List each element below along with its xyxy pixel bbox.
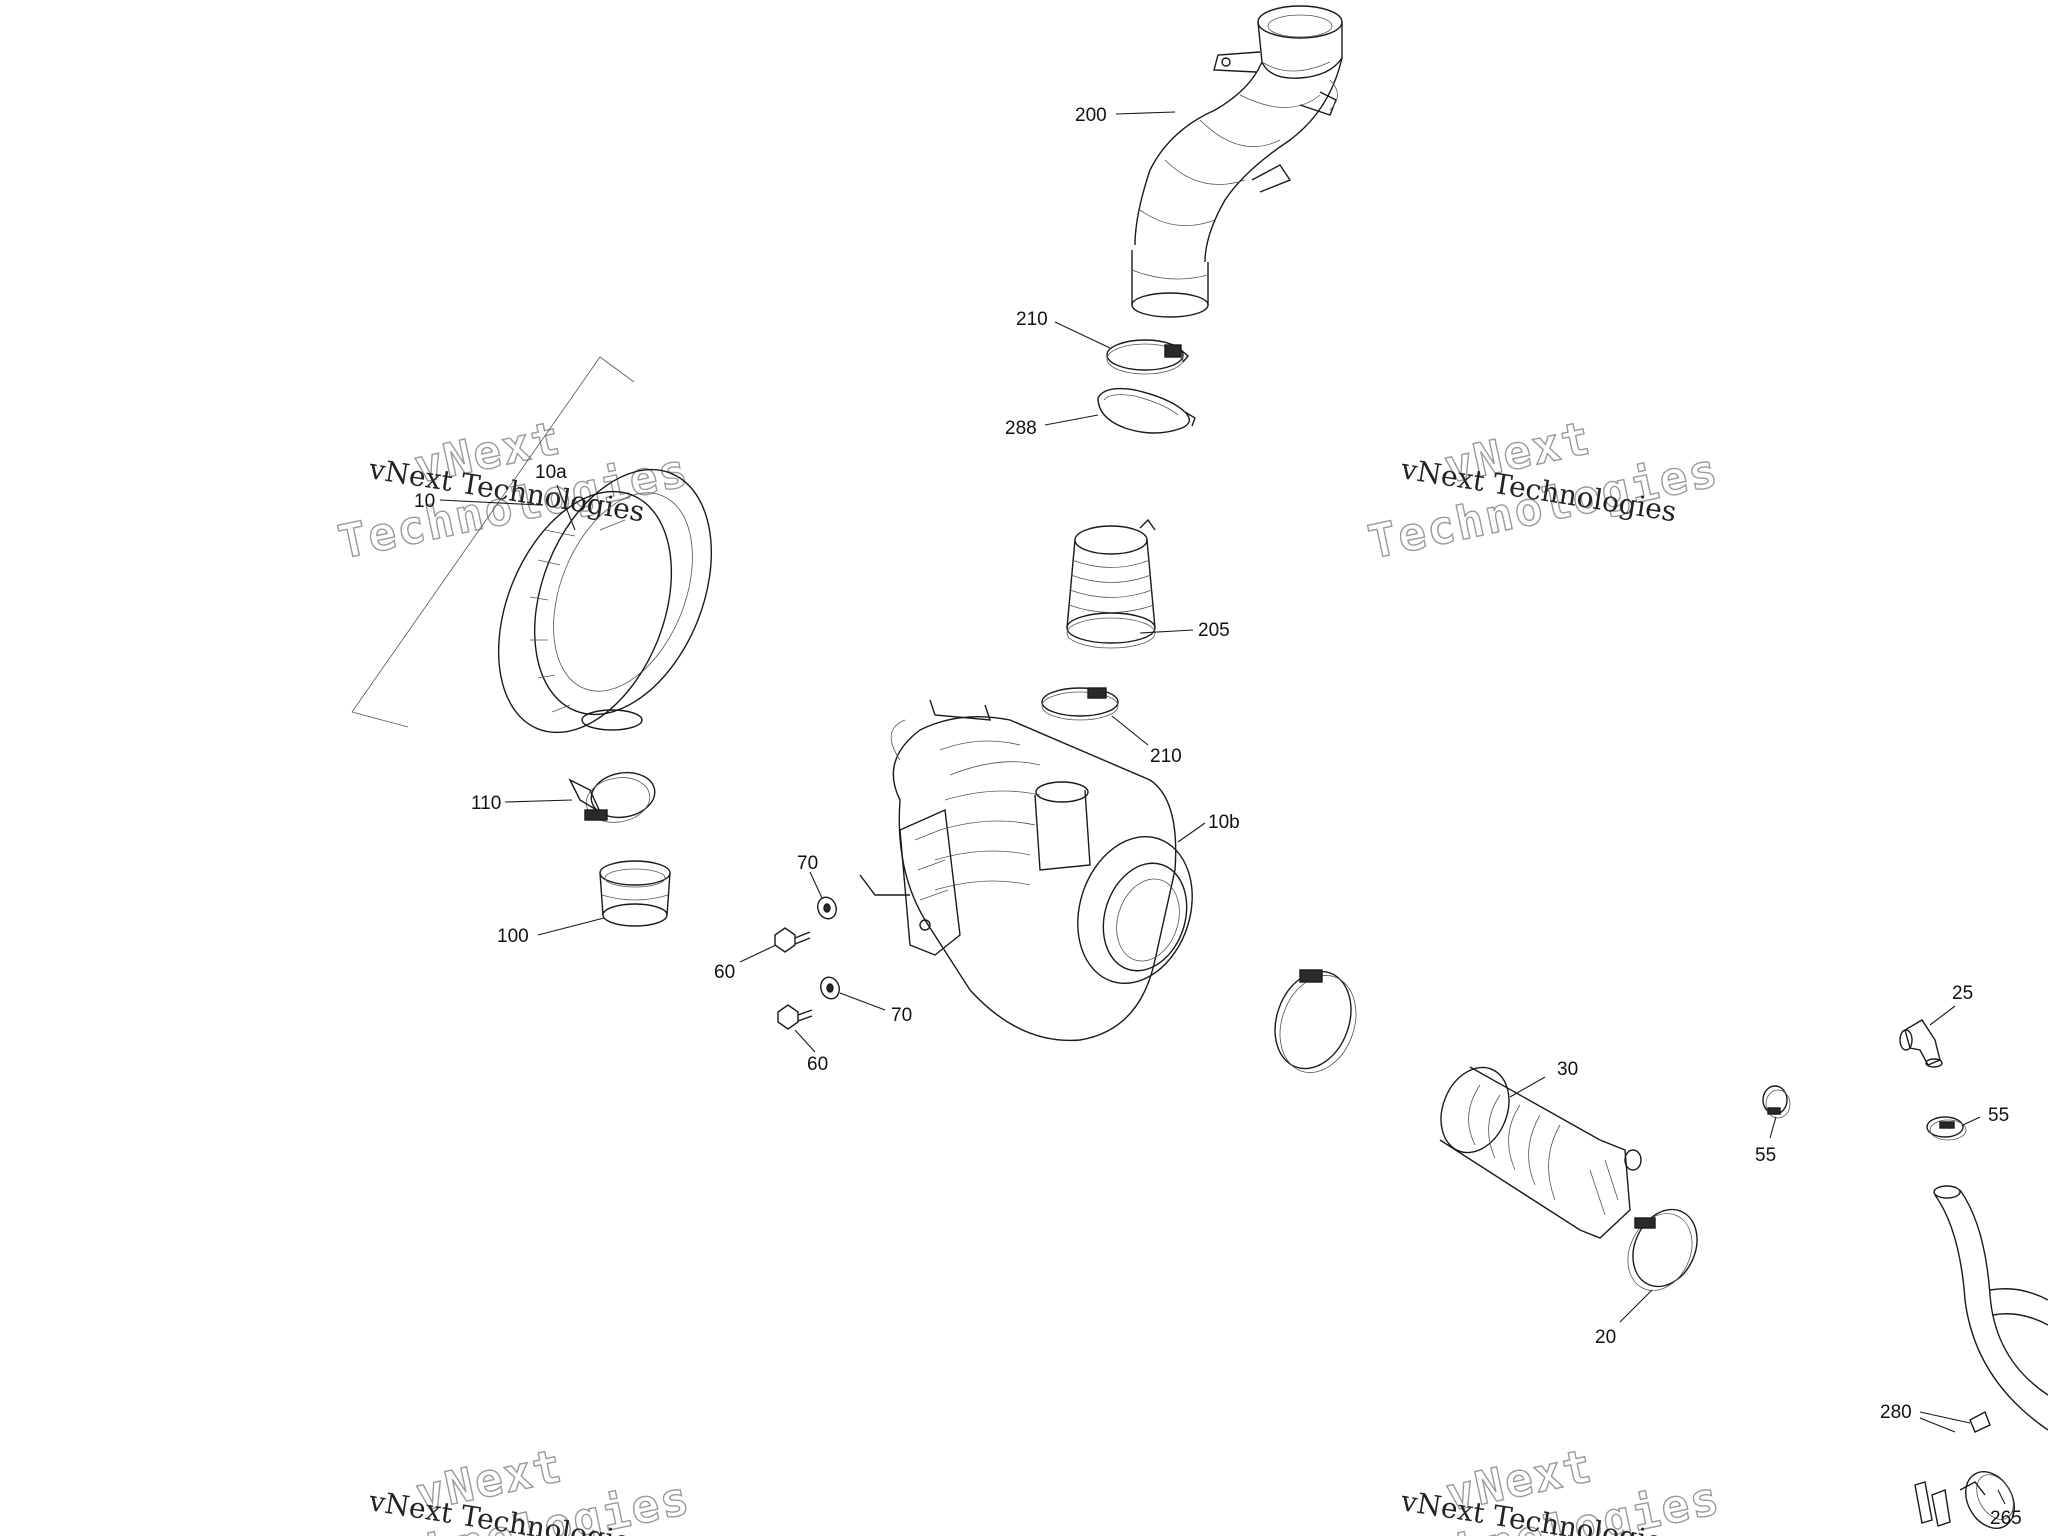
leader-200: [1115, 111, 1176, 115]
leader-210-upper: [1054, 321, 1111, 349]
callout-10a: 10a: [535, 462, 567, 483]
callout-288: 288: [1005, 418, 1037, 439]
callout-20: 20: [1595, 1327, 1616, 1348]
leader-70-upper: [809, 871, 823, 899]
callout-100: 100: [497, 926, 529, 947]
part-55-clamp-a: [1762, 1085, 1791, 1119]
part-110-clamp: [568, 771, 656, 823]
callout-55-right: 55: [1988, 1105, 2009, 1126]
callout-70-lower: 70: [891, 1005, 912, 1026]
leader-205: [1139, 629, 1194, 634]
callout-labels: 200 210 288 10a 10 205 210 110 10b 70 10…: [414, 105, 2022, 1529]
middle-clamp: [1274, 969, 1357, 1073]
callout-30: 30: [1557, 1059, 1578, 1080]
part-60-bolt-a: [774, 927, 811, 953]
part-25-fitting: [1899, 1019, 1943, 1068]
part-265-hose-end: [1959, 1471, 2015, 1529]
part-205-coupler: [1066, 518, 1156, 649]
part-210-lower-clamp: [1041, 687, 1119, 721]
part-288-seal: [1097, 387, 1196, 434]
leader-10: [439, 499, 541, 506]
callout-110: 110: [471, 793, 501, 814]
part-210-upper-clamp: [1106, 339, 1189, 375]
leader-280-b: [1919, 1417, 1956, 1433]
part-60-bolt-b: [777, 1004, 813, 1030]
callout-205: 205: [1198, 620, 1230, 641]
callout-70-upper: 70: [797, 853, 818, 874]
leader-55-left: [1769, 1116, 1777, 1139]
leader-55-right: [1962, 1116, 1981, 1126]
leader-110: [504, 799, 573, 803]
part-100-sleeve: [599, 860, 671, 927]
callout-10b: 10b: [1208, 812, 1240, 833]
callout-210-lower: 210: [1150, 746, 1182, 767]
callout-25: 25: [1952, 983, 1973, 1004]
callout-210-upper: 210: [1016, 309, 1048, 330]
leader-210-lower: [1111, 715, 1149, 746]
part-10-filter-cover: [351, 356, 713, 734]
leader-100: [537, 917, 605, 936]
leader-10b: [1177, 822, 1206, 843]
leader-280-a: [1919, 1411, 1971, 1424]
part-70-washer-b: [820, 976, 840, 1000]
leader-60-upper: [739, 944, 777, 963]
leader-lines: [439, 111, 2006, 1505]
callout-60-lower: 60: [807, 1054, 828, 1075]
part-200-intake-duct: [1131, 5, 1343, 318]
callout-280: 280: [1880, 1402, 1912, 1423]
hose-lower-right: [1933, 1185, 2048, 1431]
callout-60-upper: 60: [714, 962, 735, 983]
leader-10a: [556, 484, 576, 531]
callout-265: 265: [1990, 1508, 2022, 1529]
callout-55-left: 55: [1755, 1145, 1776, 1166]
callout-200: 200: [1075, 105, 1107, 126]
leader-30: [1509, 1076, 1546, 1098]
part-20-clamp: [1627, 1208, 1698, 1291]
leader-265: [1997, 1489, 2006, 1505]
leader-25: [1929, 1005, 1956, 1026]
leader-70-lower: [839, 992, 886, 1011]
leader-60-lower: [794, 1029, 816, 1053]
part-10b-filter-housing: [859, 699, 1193, 1042]
callout-10: 10: [414, 491, 435, 512]
part-280-fitting: [1914, 1411, 1991, 1527]
leader-288: [1044, 414, 1099, 426]
part-70-washer-a: [817, 896, 837, 920]
part-55-clamp-b: [1926, 1116, 1967, 1141]
leader-20: [1619, 1289, 1653, 1323]
part-30-intake-boot: [1439, 1066, 1642, 1239]
